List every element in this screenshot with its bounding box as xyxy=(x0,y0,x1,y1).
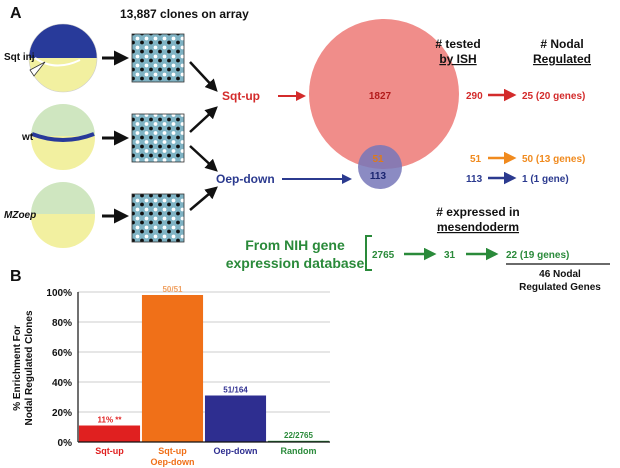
arrow-array2-oepdown xyxy=(189,145,218,172)
embryo-mzoep xyxy=(31,182,95,248)
x-category-label: Sqt-up xyxy=(158,446,187,456)
y-axis-label-1: % Enrichment For xyxy=(12,325,23,411)
x-category-label: Random xyxy=(281,446,317,456)
y-tick-label: 60% xyxy=(52,348,72,359)
x-category-label: Oep-down xyxy=(214,446,258,456)
nih-result: 22 (19 genes) xyxy=(506,250,569,261)
y-tick-label: 20% xyxy=(52,408,72,419)
nih-source-line-1: From NIH gene xyxy=(245,237,345,253)
y-tick-label: 0% xyxy=(58,438,73,449)
injection-needle-icon xyxy=(29,61,46,77)
bar-oep-down xyxy=(204,395,267,442)
y-tick-label: 100% xyxy=(46,288,72,299)
y-tick-label: 80% xyxy=(52,318,72,329)
venn-overlap-count: 51 xyxy=(372,154,384,165)
row-overlap-result: 50 (13 genes) xyxy=(522,154,585,165)
microarray-1 xyxy=(131,33,185,83)
row-oepdown-tested: 113 xyxy=(466,174,483,185)
panel-a-label: A xyxy=(10,5,22,22)
clones-title: 13,887 clones on array xyxy=(120,7,249,21)
venn-oep-down-count: 113 xyxy=(370,171,387,182)
row-oepdown-result: 1 (1 gene) xyxy=(522,174,569,185)
arrow-array1-sqtup xyxy=(189,61,218,92)
venn-sqt-up-count: 1827 xyxy=(369,91,392,102)
venn-sqt-up-circle xyxy=(309,19,459,169)
nih-source-line-2: expression database xyxy=(226,255,365,271)
y-tick-label: 40% xyxy=(52,378,72,389)
col-nodal-header-1: # Nodal xyxy=(540,37,583,51)
microarray-2 xyxy=(131,113,185,163)
venn-oep-down-circle xyxy=(358,145,402,189)
arrow-array2-sqtup xyxy=(189,106,218,133)
col-tested-header-1: # tested xyxy=(435,37,480,51)
row-sqtup-result: 25 (20 genes) xyxy=(522,91,585,102)
nih-count: 2765 xyxy=(372,250,395,261)
oep-down-label: Oep-down xyxy=(216,172,275,186)
arrow-array3-oepdown xyxy=(189,186,218,211)
bar-sqt-up-oep-down xyxy=(141,295,204,442)
bar-sqt-up xyxy=(78,425,141,442)
total-line-1: 46 Nodal xyxy=(539,269,581,280)
enrichment-chart: % Enrichment For Nodal Regulated Clones … xyxy=(12,285,330,467)
embryo-wt xyxy=(31,104,95,170)
sqt-up-label: Sqt-up xyxy=(222,89,260,103)
bar-data-label: 50/51 xyxy=(162,285,183,294)
x-category-label: Oep-down xyxy=(151,457,195,467)
col-nodal-header-2: Regulated xyxy=(533,52,591,66)
expr-header-1: # expressed in xyxy=(436,205,519,219)
expr-header-2: mesendoderm xyxy=(437,220,519,234)
col-tested-header-2: by ISH xyxy=(439,52,476,66)
microarray-3 xyxy=(131,193,185,243)
embryo-label-sqt-inj: Sqt inj xyxy=(4,52,35,63)
row-sqtup-tested: 290 xyxy=(466,91,483,102)
panel-b-label: B xyxy=(10,268,22,285)
row-overlap-tested: 51 xyxy=(470,154,482,165)
embryo-label-mzoep: MZoep xyxy=(4,210,36,221)
embryo-sqt-injected xyxy=(28,23,98,93)
bar-data-label: 22/2765 xyxy=(284,431,313,440)
x-category-label: Sqt-up xyxy=(95,446,124,456)
nih-bracket xyxy=(365,235,372,271)
bar-data-label: 51/164 xyxy=(223,386,248,395)
total-line-2: Regulated Genes xyxy=(519,282,601,293)
nih-expressed: 31 xyxy=(444,250,456,261)
y-axis-label-2: Nodal Regulated Clones xyxy=(24,310,35,425)
embryo-label-wt: wt xyxy=(21,132,34,143)
bar-data-label: 11% ** xyxy=(97,416,122,425)
